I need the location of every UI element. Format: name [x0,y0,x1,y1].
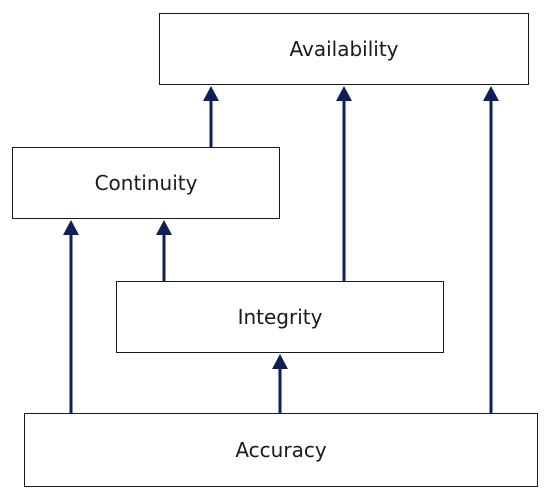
accuracy-label: Accuracy [235,438,327,462]
arrowhead-accuracy-to-availability [483,86,499,101]
integrity-label: Integrity [237,305,323,329]
continuity-label: Continuity [94,171,198,195]
integrity-box: Integrity [116,281,444,353]
arrowhead-continuity-to-availability [203,86,219,101]
availability-label: Availability [289,37,399,61]
availability-box: Availability [159,13,529,85]
accuracy-box: Accuracy [24,413,538,487]
arrowhead-integrity-to-continuity [156,220,172,235]
arrowhead-accuracy-to-continuity [63,220,79,235]
continuity-box: Continuity [12,147,280,219]
arrowhead-integrity-to-availability [336,86,352,101]
arrowhead-accuracy-to-integrity [272,354,288,369]
